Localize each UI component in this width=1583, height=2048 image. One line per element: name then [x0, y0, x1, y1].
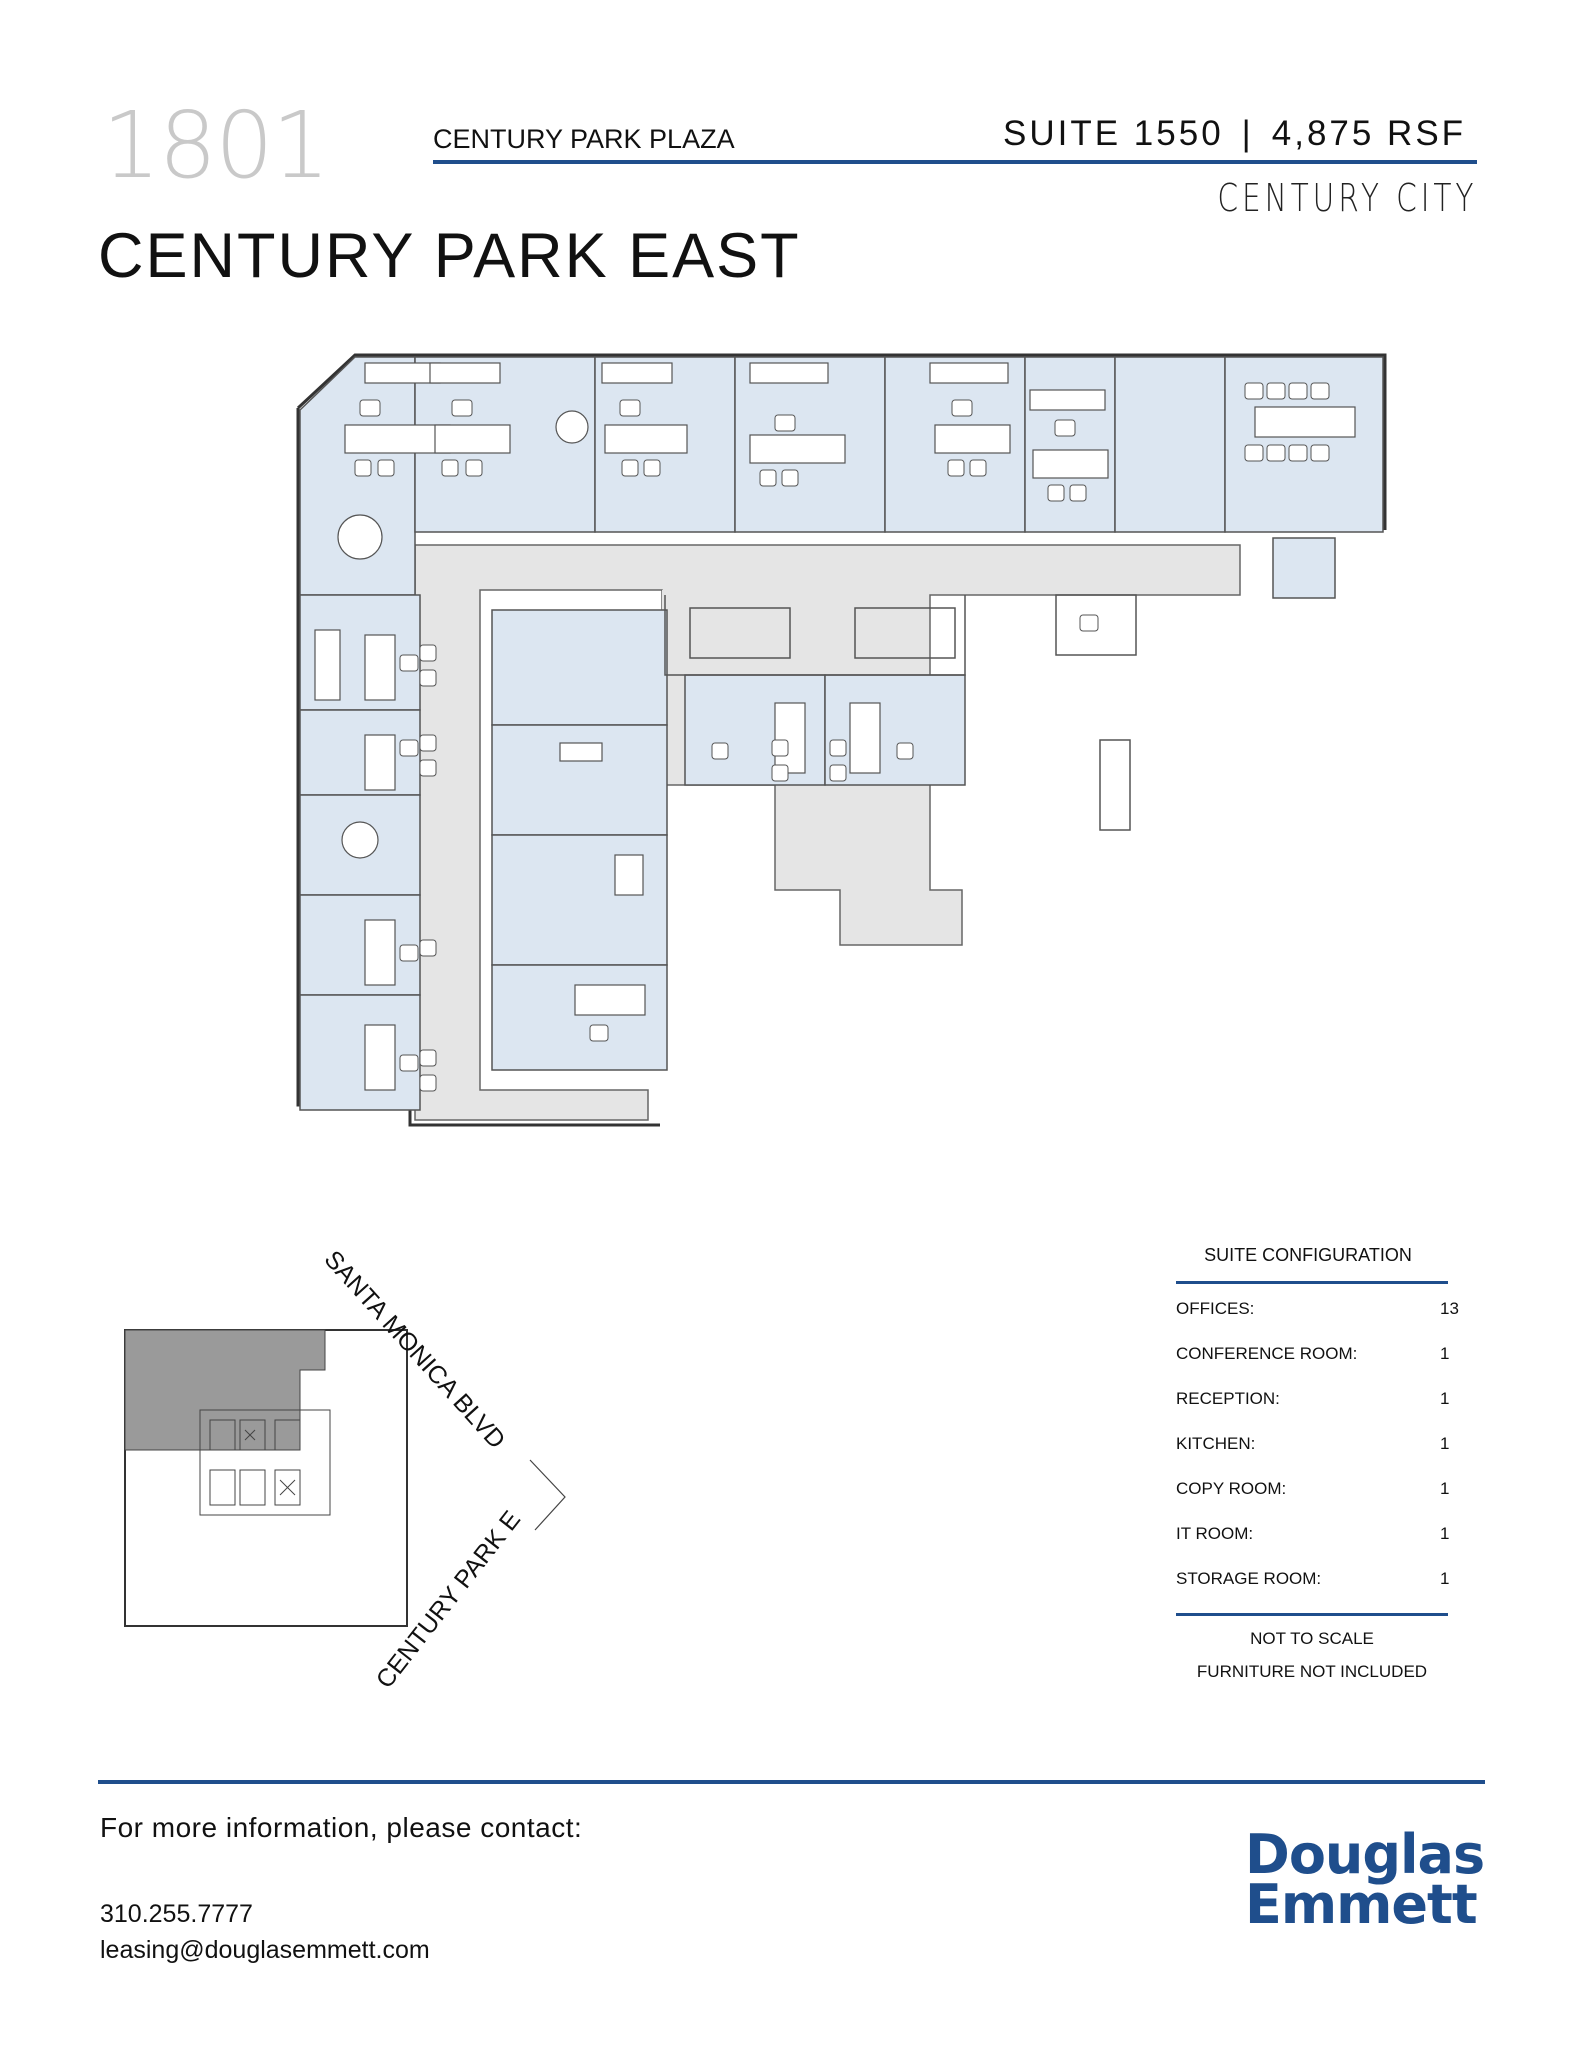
config-value: 13: [1440, 1299, 1459, 1318]
config-label: RECEPTION:: [1176, 1389, 1280, 1408]
city-name: CENTURY CITY: [1216, 176, 1477, 220]
configuration-rule-top: [1176, 1281, 1448, 1284]
office-top-6: [1024, 356, 1116, 533]
office-left-5: [299, 994, 421, 1111]
floor-plan: [296, 353, 1387, 1127]
storage-room: [1272, 537, 1336, 599]
config-value: 1: [1440, 1434, 1450, 1453]
inner-room-1: [491, 609, 668, 726]
config-label: CONFERENCE ROOM:: [1176, 1344, 1358, 1363]
building-core: [199, 1409, 331, 1516]
config-label: IT ROOM:: [1176, 1524, 1254, 1543]
suite-number: SUITE 1550: [1003, 114, 1224, 153]
street-title: CENTURY PARK EAST: [98, 221, 801, 291]
suite-rsf: 4,875 RSF: [1271, 114, 1467, 153]
street-corner: [529, 1459, 566, 1531]
contact-phone[interactable]: 310.255.7777: [100, 1900, 253, 1928]
config-row-conference: CONFERENCE ROOM: 1: [1176, 1344, 1466, 1364]
inner-room-2: [491, 724, 668, 836]
suite-location: [124, 1329, 326, 1451]
inner-office-mid-2: [824, 674, 966, 786]
reception: [664, 594, 1137, 831]
building-number: 1801: [102, 92, 330, 199]
douglas-emmett-logo: Douglas Emmett: [1245, 1823, 1485, 1936]
config-label: OFFICES:: [1176, 1299, 1255, 1318]
config-label: COPY ROOM:: [1176, 1479, 1287, 1498]
suite-separator: |: [1241, 114, 1254, 153]
furniture: [314, 362, 1356, 1091]
plaza-name: CENTURY PARK PLAZA: [433, 124, 735, 154]
logo-line-1: Douglas: [1245, 1823, 1485, 1886]
inner-room-4: [491, 964, 668, 1071]
config-value: 1: [1440, 1479, 1450, 1498]
logo-line-2: Emmett: [1245, 1873, 1478, 1936]
config-value: 1: [1440, 1569, 1450, 1588]
chairs: [354, 382, 1330, 1092]
key-plan: SANTA MONICA BLVD CENTURY PARK E: [124, 1245, 566, 1694]
note-not-to-scale: NOT TO SCALE: [1250, 1629, 1374, 1648]
suite-info: SUITE 1550 | 4,875 RSF: [1003, 114, 1466, 154]
config-row-kitchen: KITCHEN: 1: [1176, 1434, 1466, 1454]
office-top-7: [1114, 356, 1226, 533]
config-value: 1: [1440, 1524, 1450, 1543]
config-row-it: IT ROOM: 1: [1176, 1524, 1466, 1544]
configuration-rule-bottom: [1176, 1613, 1448, 1616]
config-value: 1: [1440, 1344, 1450, 1363]
config-row-copy: COPY ROOM: 1: [1176, 1479, 1466, 1499]
config-label: KITCHEN:: [1176, 1434, 1256, 1453]
config-value: 1: [1440, 1389, 1450, 1408]
config-label: STORAGE ROOM:: [1176, 1569, 1322, 1588]
note-furniture: FURNITURE NOT INCLUDED: [1196, 1662, 1428, 1681]
config-row-storage: STORAGE ROOM: 1: [1176, 1569, 1466, 1589]
header-rule: [433, 160, 1477, 164]
config-row-offices: OFFICES: 13: [1176, 1299, 1466, 1319]
config-row-reception: RECEPTION: 1: [1176, 1389, 1466, 1409]
footer-rule: [98, 1780, 1485, 1784]
suite-configuration-title: SUITE CONFIGURATION: [1204, 1245, 1412, 1265]
contact-email[interactable]: leasing@douglasemmett.com: [100, 1936, 430, 1964]
contact-heading: For more information, please contact:: [100, 1812, 583, 1843]
